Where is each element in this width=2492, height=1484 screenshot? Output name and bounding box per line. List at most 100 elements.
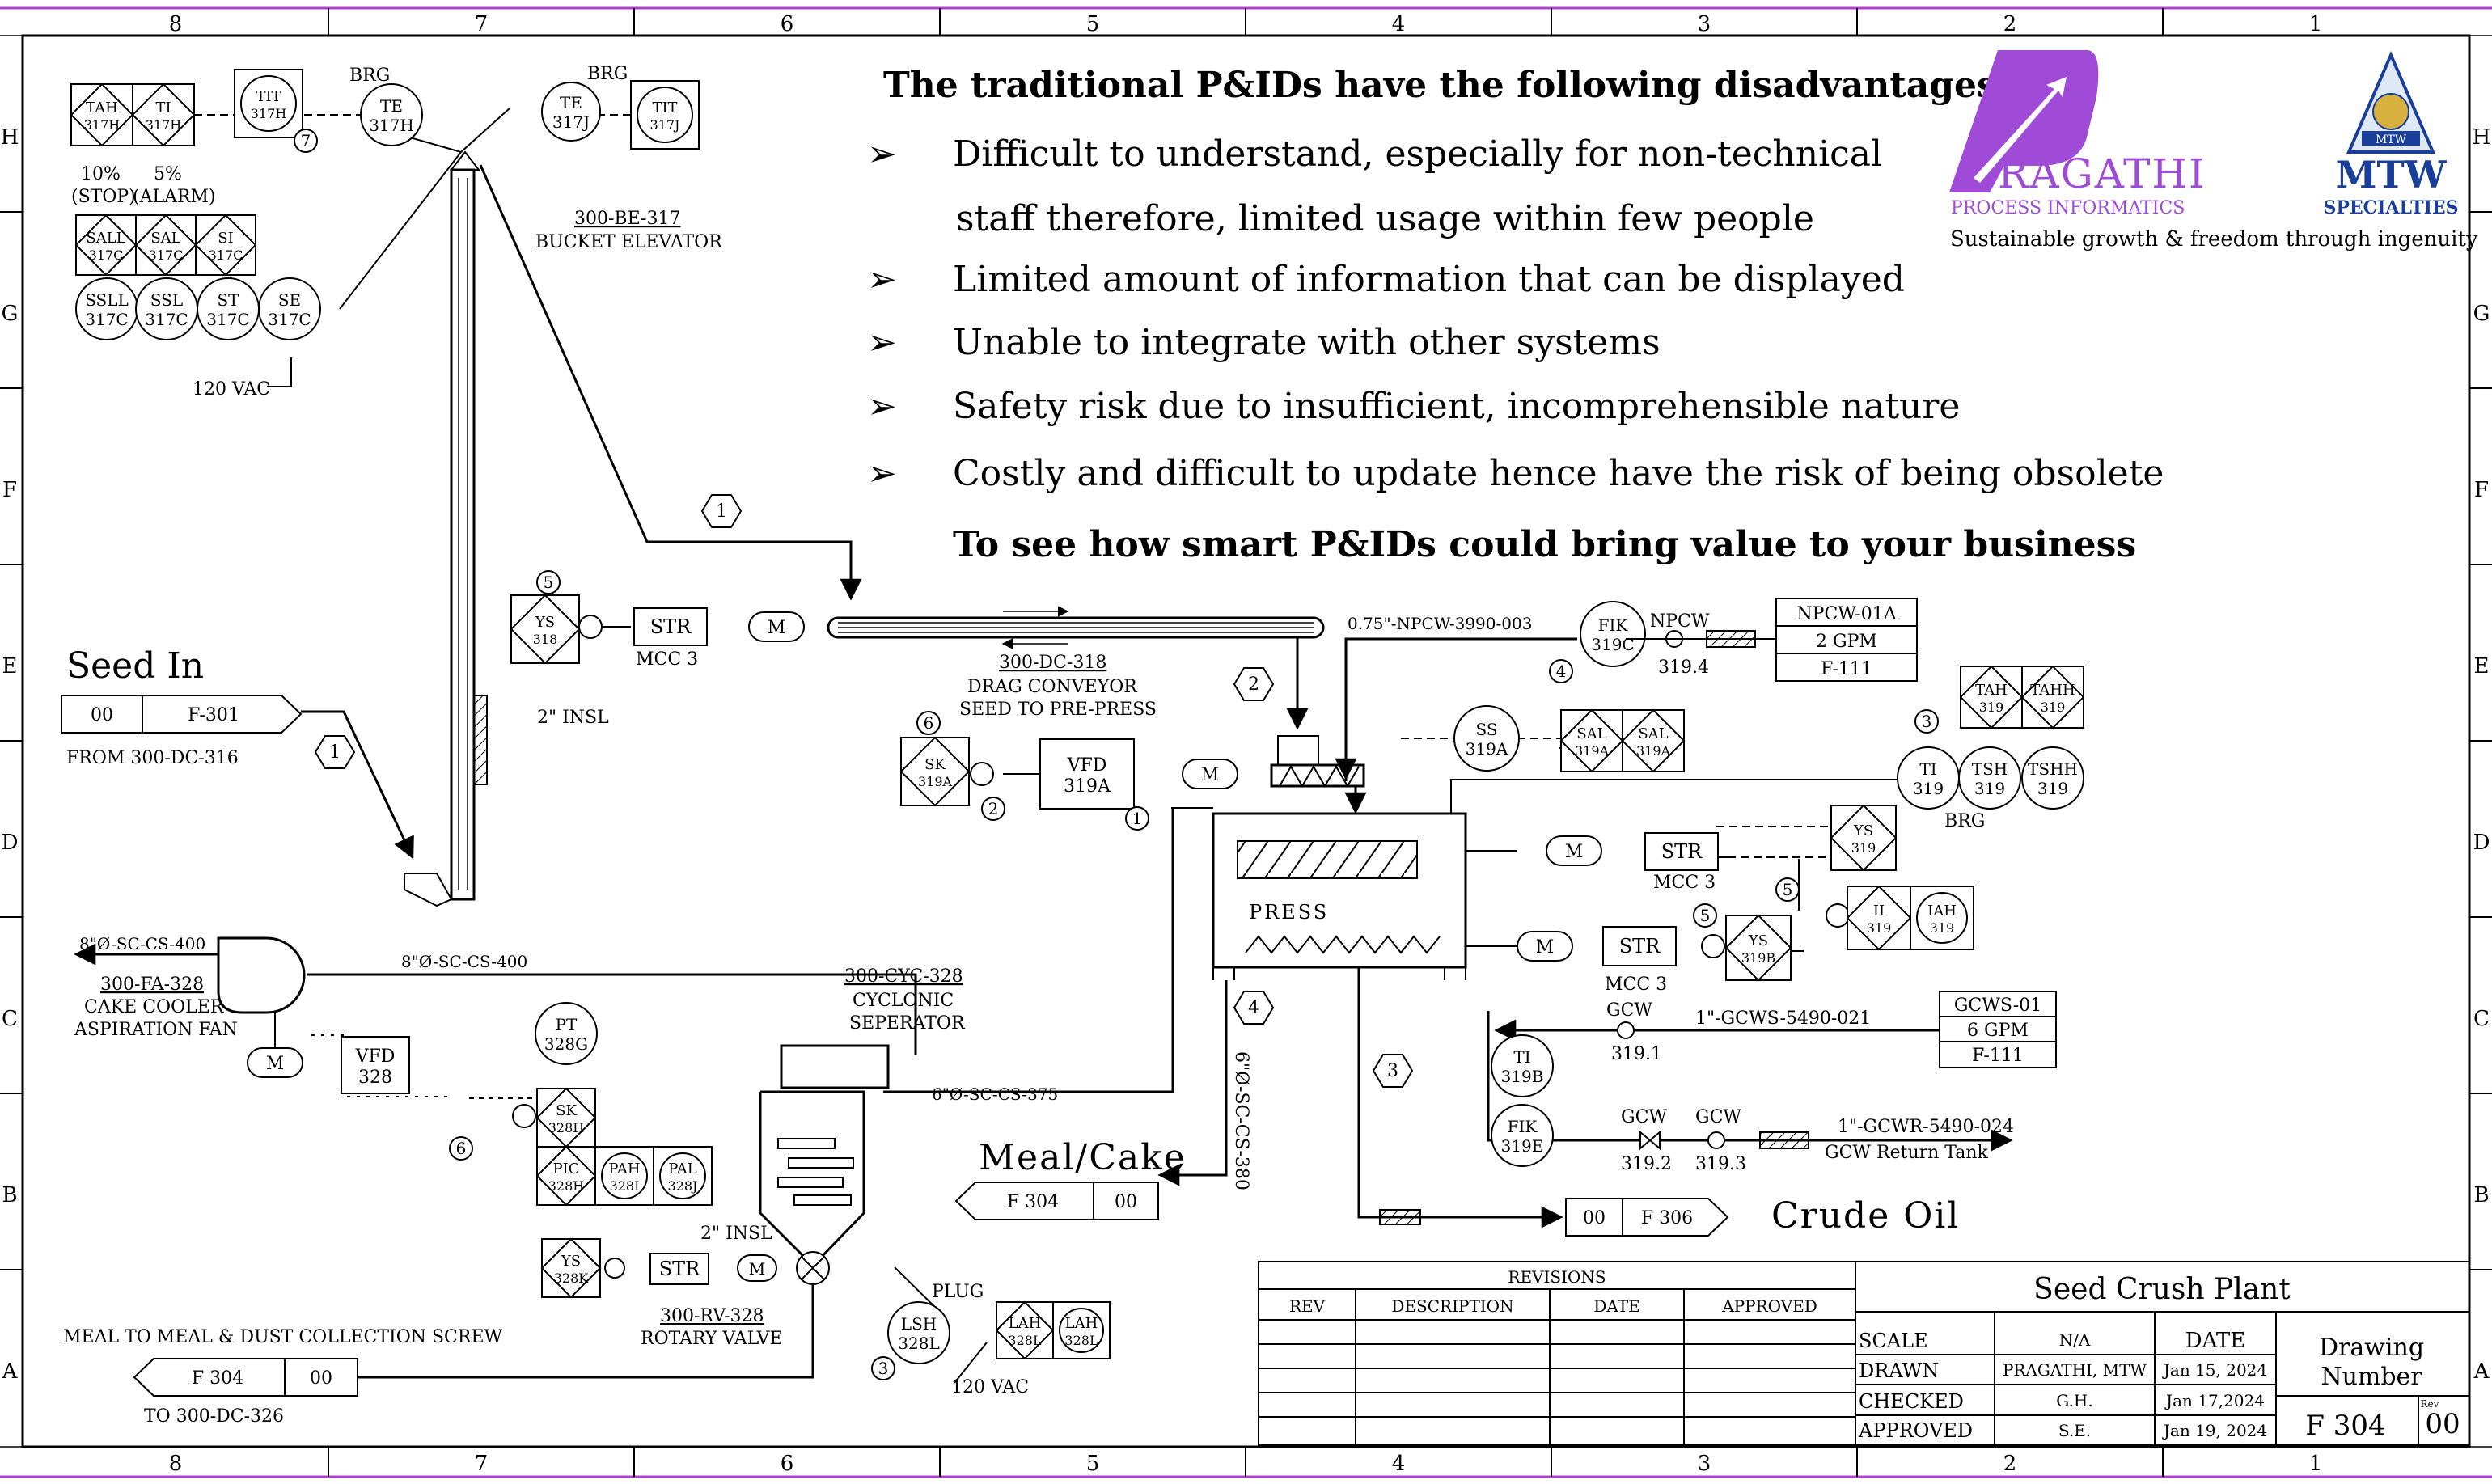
str-319b-starter[interactable]: STR [1602,926,1677,966]
valve-tag: 319.1 [1611,1044,1662,1064]
speed-link [970,762,994,786]
tag-text: 319B [1741,950,1775,966]
mcc-label: MCC 3 [636,649,698,670]
motor-328[interactable]: M [247,1047,303,1078]
tag-text: 317C [89,247,124,263]
gcw-return-valve[interactable] [1639,1130,1661,1151]
motor-319a[interactable]: M [1182,759,1238,789]
zone-row-left: A [2,1359,19,1384]
str-328-starter[interactable]: STR [649,1253,709,1285]
gcw-supply-valve[interactable] [1617,1021,1635,1039]
motor-319b[interactable]: M [1517,931,1573,962]
approved-date: Jan 19, 2024 [2162,1421,2267,1440]
zone-col-bottom: 4 [1392,1452,1406,1476]
tag-text: 3 [1922,712,1932,731]
motor-319[interactable]: M [1546,835,1602,866]
motor-318[interactable]: M [748,611,805,642]
tag-text: SK [924,756,946,773]
bullet-mark: ➢ [867,322,897,363]
str-318-starter[interactable]: STR [633,607,708,646]
checked-value: G.H. [2056,1391,2092,1410]
tag-text: VFD [355,1046,396,1067]
tag-text: 328H [548,1120,585,1135]
valve-tag: 319.2 [1621,1154,1672,1174]
tag-text: 319 [2037,779,2068,798]
motor-rv-328[interactable]: M [737,1254,777,1282]
rv-tag: 300-RV-328 [660,1306,764,1326]
off-page-1: 1 [700,494,743,528]
tag-text: F-301 [188,705,239,725]
valve-tag: 319.4 [1658,657,1709,678]
zone-row-right: B [2473,1183,2489,1207]
tag-text: F-111 [1821,659,1872,679]
zone-row-right: G [2473,302,2490,326]
to-label: TO 300-DC-326 [144,1406,284,1427]
tag-text: 2 GPM [1816,632,1877,652]
tag-text: SI [218,230,233,247]
tag-text: 317H [84,117,121,133]
tag-text: STR [659,1258,700,1280]
mtw-name: MTW [2336,153,2448,197]
str-319-starter[interactable]: STR [1644,832,1719,871]
note-bubble-3: 3 [871,1356,895,1380]
gcw-return-check[interactable] [1707,1131,1725,1149]
tag-text: 4 [1248,998,1259,1018]
tag-text: 319 [1979,700,2004,715]
note-bubble-3: 3 [1914,709,1939,734]
tag-text: TAH [1975,682,2008,699]
zone-row-right: A [2473,1359,2490,1384]
tag-text: 317H [251,106,287,121]
mcc-label: MCC 3 [1653,873,1716,893]
tag-text: STR [1661,840,1703,863]
aspiration-fan[interactable] [217,936,306,1051]
rotary-valve-328[interactable] [796,1251,830,1285]
tag-text: 328L [898,1334,939,1353]
tag-text: 6 GPM [1967,1021,2029,1041]
